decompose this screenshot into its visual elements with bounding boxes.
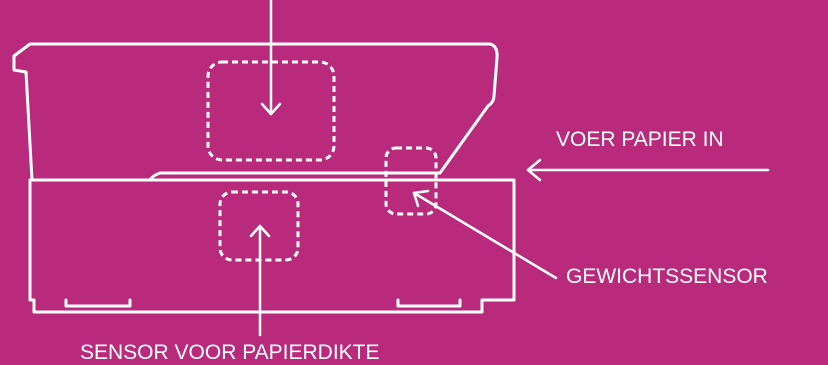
weight-sensor-label: GEWICHTSSENSOR bbox=[566, 265, 768, 288]
device-base-housing bbox=[28, 178, 516, 314]
top-arrow-head bbox=[260, 102, 282, 116]
weight-sensor-dashed-box bbox=[384, 146, 438, 216]
device-base-feet bbox=[64, 298, 462, 308]
thickness-sensor-pointer-head bbox=[249, 224, 271, 238]
weight-sensor-pointer-line bbox=[412, 191, 558, 280]
thickness-sensor-label: SENSOR VOOR PAPIERDIKTE bbox=[80, 341, 380, 364]
feed-paper-label: VOER PAPIER IN bbox=[556, 128, 724, 151]
feed-arrow-head bbox=[526, 158, 542, 182]
top-area-dashed-box bbox=[206, 60, 336, 162]
weight-sensor-pointer-head bbox=[412, 189, 430, 208]
device-top-housing bbox=[12, 42, 499, 182]
